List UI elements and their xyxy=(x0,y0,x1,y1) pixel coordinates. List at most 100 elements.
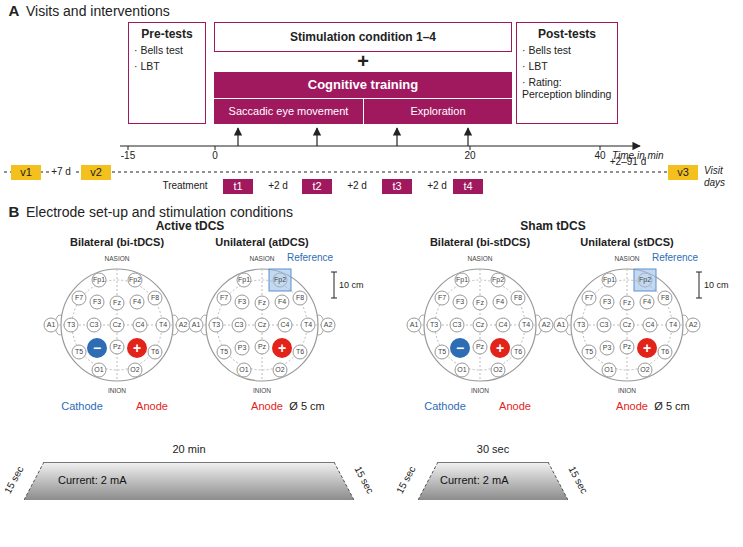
electrode-label: T6 xyxy=(514,348,522,356)
electrode-site xyxy=(133,318,147,332)
electrode-label: A1 xyxy=(47,321,56,329)
electrode-label: A2 xyxy=(542,321,551,329)
visit-box: v3 xyxy=(668,165,698,180)
electrode-site xyxy=(473,296,487,310)
electrode-site xyxy=(90,295,104,309)
interval-label: +2 d xyxy=(347,180,367,192)
current-text: Current: 2 mA xyxy=(440,474,508,487)
electrode-site xyxy=(217,345,231,359)
electrode-site xyxy=(189,318,203,332)
current-bar: Current: 2 mA xyxy=(24,462,354,500)
axis-value: 0 xyxy=(212,150,218,162)
electrode-site xyxy=(130,295,144,309)
electrode-label: NASION xyxy=(105,255,130,262)
electrode-label: T4 xyxy=(669,321,677,329)
electrode-label: O2 xyxy=(275,366,284,374)
electrode-label: T5 xyxy=(75,348,83,356)
electrode-site xyxy=(237,273,251,287)
scale-label: 10 cm xyxy=(704,280,729,290)
scale-bar-end xyxy=(331,298,337,299)
electrode-label: F4 xyxy=(496,298,504,306)
electrode-site xyxy=(582,345,596,359)
treatment-box: t1 xyxy=(223,179,253,194)
electrode-label: C4 xyxy=(281,321,290,329)
electrode-label: F3 xyxy=(238,298,246,306)
axis-tick xyxy=(470,146,471,150)
electrode-site xyxy=(278,318,292,332)
session-arrow xyxy=(237,128,238,146)
reference-electrode xyxy=(269,269,291,291)
electrode-site xyxy=(148,345,162,359)
electrode-site xyxy=(235,295,249,309)
electrode-label: Fp2 xyxy=(492,276,504,284)
cathode-electrode xyxy=(450,338,470,358)
size-label: Ø 5 cm xyxy=(289,400,324,413)
electrode-label: A1 xyxy=(410,321,419,329)
electrode-site xyxy=(110,296,124,310)
electrode-label: F8 xyxy=(661,294,669,302)
electrode-label: Fz xyxy=(258,299,266,307)
electrode-site xyxy=(92,273,106,287)
electrode-label: F8 xyxy=(296,294,304,302)
electrode-label: C3 xyxy=(600,321,609,329)
current-bar: Current: 2 mA xyxy=(418,462,568,500)
scale-bar-end xyxy=(696,272,702,273)
montage-heading: Unilateral (atDCS) xyxy=(215,236,309,249)
electrode-label: F7 xyxy=(438,294,446,302)
box-heading: Pre-tests xyxy=(134,27,200,41)
current-ramp xyxy=(418,462,568,500)
electrode-label: F8 xyxy=(514,294,522,302)
training-step: Saccadic eye movement xyxy=(214,98,363,124)
electrode-label: Fz xyxy=(476,299,484,307)
electrode-label: T4 xyxy=(522,321,530,329)
electrode-site xyxy=(554,318,568,332)
electrode-site xyxy=(491,273,505,287)
electrode-site xyxy=(620,340,634,354)
electrode-label: Pz xyxy=(258,343,266,351)
electrode-site xyxy=(455,273,469,287)
electrode-site xyxy=(148,291,162,305)
time-axis xyxy=(120,145,640,146)
plateau-edge xyxy=(438,462,548,463)
ramp-edge xyxy=(548,462,568,500)
plateau-edge xyxy=(44,462,334,463)
box-heading: Cognitive training xyxy=(214,77,512,93)
electrode-site xyxy=(496,318,510,332)
electrode-site xyxy=(235,341,249,355)
electrode-site xyxy=(473,318,487,332)
montage-heading: Unilateral (stDCS) xyxy=(580,236,674,249)
ramp-edge xyxy=(418,462,438,500)
group-heading: Sham tDCS xyxy=(520,220,585,234)
axis-tick xyxy=(600,146,601,150)
test-item: · Bells test xyxy=(522,44,612,57)
panel-letter: A xyxy=(9,2,20,19)
axis-value: -15 xyxy=(121,150,135,162)
electrode-site xyxy=(255,340,269,354)
electrode-site xyxy=(511,291,525,305)
electrode-label: T4 xyxy=(304,321,312,329)
current-ramp xyxy=(24,462,354,500)
electrode-label: Fp1 xyxy=(238,276,250,284)
electrode-site xyxy=(450,318,464,332)
electrode-label: O1 xyxy=(94,366,103,374)
electrode-label: F7 xyxy=(220,294,228,302)
electrode-label: Pz xyxy=(476,343,484,351)
electrode-label: P3 xyxy=(238,344,247,352)
cathode-electrode xyxy=(87,338,107,358)
electrode-site xyxy=(658,345,672,359)
electrode-label: O1 xyxy=(239,366,248,374)
electrode-site xyxy=(643,318,657,332)
head-outline xyxy=(571,269,683,381)
electrode-site xyxy=(493,295,507,309)
electrode-label: INION xyxy=(253,387,271,394)
visit-id: v1 xyxy=(20,166,32,179)
electrode-label: NASION xyxy=(468,255,493,262)
electrode-site xyxy=(128,273,142,287)
electrode-name: Anode xyxy=(251,400,283,413)
session-arrow xyxy=(467,128,468,146)
polarity-sign: + xyxy=(278,340,286,356)
electrode-site xyxy=(293,345,307,359)
scale-bar-end xyxy=(696,298,702,299)
electrode-site xyxy=(600,341,614,355)
electrode-site xyxy=(255,296,269,310)
